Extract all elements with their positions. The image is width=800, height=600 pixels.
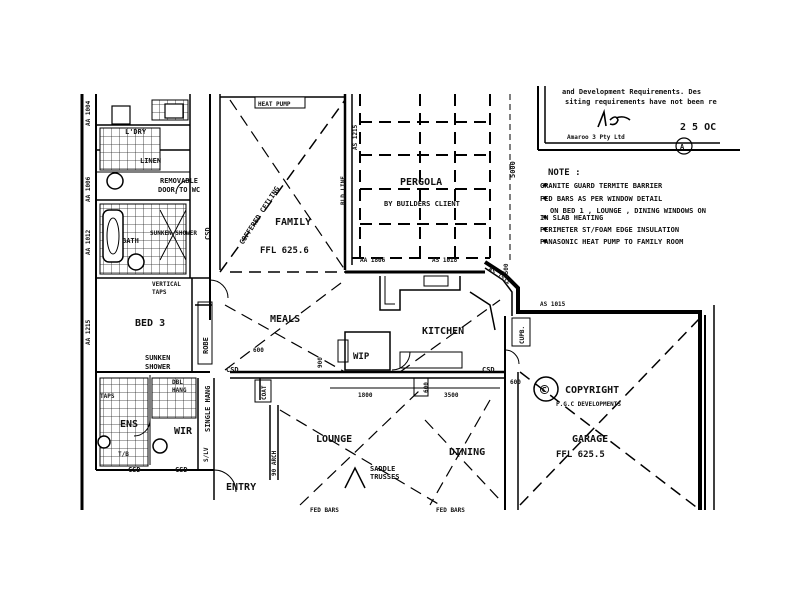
room-bed-3: BED 3 (135, 318, 165, 329)
notes-heading: NOTE : (548, 168, 581, 178)
room-pergola: PERGOLA (400, 177, 442, 188)
copyright-icon (533, 376, 559, 402)
arch-label: 90 ARCH (271, 450, 278, 476)
stamp-company: Amaroo 3 Pty Ltd (567, 134, 625, 141)
room-dining: DINING (449, 447, 485, 458)
north-marker-label: A (680, 143, 685, 151)
vertical-taps-label-2: TAPS (152, 289, 167, 296)
fixtures (97, 103, 187, 454)
csd-label-3: CSD (128, 466, 141, 474)
saddle-trusses-label-2: TRUSSES (370, 473, 400, 481)
building-line-label: BLD LINE (340, 176, 347, 205)
copyright-block: © COPYRIGHT F.G.C DEVELOPMENTS (533, 376, 621, 408)
robe-label: ROBE (202, 337, 210, 354)
window-aa1004: AA 1004 (85, 100, 92, 126)
dim-3500: 3500 (444, 392, 459, 399)
twin-taps-label: TAPS (100, 393, 115, 400)
dbl-hang-label-1: DBL (172, 379, 183, 386)
room-pergola-note: BY BUILDERS CLIENT (384, 200, 460, 208)
dim-600-c: 600 (510, 379, 521, 386)
notes-block: NOTE : GRANITE GUARD TERMITE BARRIER FED… (540, 168, 706, 246)
cupboard-label: CUPB. (519, 326, 526, 344)
window-as1018: AS 1018 (432, 257, 458, 264)
room-linen: LINEN (140, 157, 161, 165)
washing-machine-icon (106, 172, 124, 190)
room-meals: MEALS (270, 314, 300, 325)
copyright-owner: F.G.C DEVELOPMENTS (556, 401, 621, 408)
note-5: PERIMETER ST/FOAM EDGE INSULATION (540, 226, 679, 234)
dim-600-b: 600 (423, 382, 430, 393)
coat-label: COAT (261, 385, 268, 400)
window-as1215: AS 1215 (352, 124, 359, 150)
csd-label-4: CSD (175, 466, 188, 474)
walls (80, 94, 715, 510)
dashed-lines (219, 94, 701, 511)
note-2: FED BARS AS PER WINDOW DETAIL (540, 195, 662, 203)
room-family-ffl: FFL 625.6 (260, 246, 309, 256)
window-aa1006: AA 1006 (85, 176, 92, 202)
window-aa1806: AA 1806 (360, 257, 386, 264)
coffered-ceiling-label: COFFERED CEILING (238, 185, 281, 246)
room-garage-ffl: FFL 625.5 (556, 450, 605, 460)
signature-mark (597, 108, 631, 128)
heat-pump-label: HEAT PUMP (258, 101, 291, 108)
sunken-shower-label-1: SUNKEN (145, 354, 170, 362)
window-aa1012: AA 1012 (85, 229, 92, 255)
stamp-line-2: siting requirements have not been re (565, 98, 717, 106)
room-family: FAMILY (275, 217, 311, 228)
dim-900: 900 (317, 357, 324, 368)
dim-5000: 5000 (509, 161, 517, 178)
slv-label: S/LV (203, 447, 210, 462)
laundry-trough-icon (111, 105, 131, 125)
csd-label-5: CSD (204, 227, 212, 240)
fed-bars-label-1: FED BARS (310, 507, 339, 514)
door-swings (133, 179, 520, 493)
ens-toilet-icon (152, 438, 168, 454)
dim-1800: 1800 (358, 392, 373, 399)
window-aa1215: AA 1215 (85, 319, 92, 345)
approval-stamp: and Development Requirements. Des siting… (537, 86, 740, 155)
single-hang-label: SINGLE HANG (204, 386, 212, 432)
window-as1015: AS 1015 (540, 301, 566, 308)
room-garage: GARAGE (572, 434, 608, 445)
saddle-trusses-label-1: SADDLE (370, 465, 395, 473)
ens-basin-icon (97, 435, 111, 449)
room-wir: WIR (174, 426, 193, 437)
room-labels: FAMILY FFL 625.6 PERGOLA BY BUILDERS CLI… (120, 128, 608, 493)
sunken-shower-bath-label: SUNKEN SHOWER (150, 230, 197, 237)
note-4: IN SLAB HEATING (540, 214, 603, 222)
sunken-shower-label-2: SHOWER (145, 363, 171, 371)
stamp-date: 2 5 OC (680, 122, 716, 133)
room-entry: ENTRY (226, 482, 256, 493)
note-6: PANASONIC HEAT PUMP TO FAMILY ROOM (540, 238, 683, 246)
towel-bar-label: T/B (118, 451, 129, 458)
vertical-taps-label-1: VERTICAL (152, 281, 181, 288)
dim-600-a: 600 (253, 347, 264, 354)
north-marker-icon (675, 137, 693, 155)
stamp-line-1: and Development Requirements. Des (562, 88, 701, 96)
room-ens: ENS (120, 419, 138, 430)
room-laundry: L'DRY (125, 128, 147, 136)
room-bath: BATH (122, 237, 139, 245)
fed-bars-label-2: FED BARS (436, 507, 465, 514)
tiled-areas (99, 99, 197, 467)
copyright-text: COPYRIGHT (565, 385, 619, 396)
dim-1500: 1500 (503, 263, 510, 278)
removable-door-label-1: REMOVABLE (160, 177, 198, 185)
csd-label-2: CSD (482, 366, 495, 374)
csd-label-1: CSD (226, 366, 239, 374)
copyright-symbol: © (540, 381, 550, 399)
room-wip: WIP (353, 352, 370, 362)
toilet-icon (127, 253, 145, 271)
saddle-truss-icon (344, 466, 366, 489)
room-lounge: LOUNGE (316, 434, 352, 445)
note-1: GRANITE GUARD TERMITE BARRIER (540, 182, 663, 190)
note-3: ON BED 1 , LOUNGE , DINING WINDOWS ON (550, 207, 706, 215)
room-kitchen: KITCHEN (422, 326, 464, 337)
removable-door-label-2: DOOR TO WC (158, 186, 200, 194)
dbl-hang-label-2: HANG (172, 387, 187, 394)
